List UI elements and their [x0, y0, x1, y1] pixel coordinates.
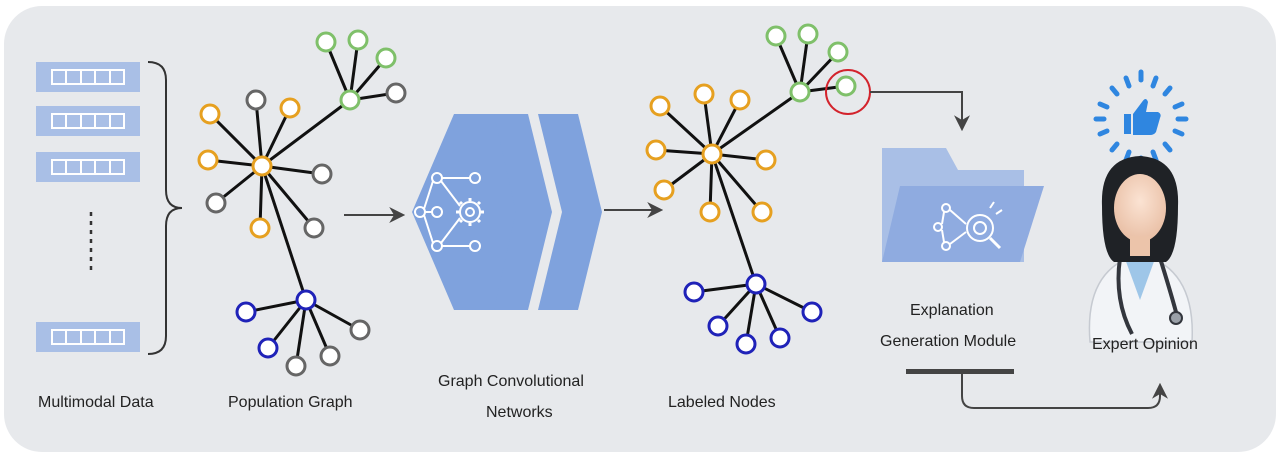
- label-gcn-line1: Graph Convolutional: [438, 373, 584, 390]
- graph-node: [765, 25, 787, 47]
- graph-node: [279, 97, 301, 119]
- graph-node: [311, 163, 333, 185]
- graph-node: [797, 23, 819, 45]
- graph-node: [319, 345, 341, 367]
- graph-node: [645, 139, 667, 161]
- table-row-icon: [36, 62, 140, 92]
- label-labeled-nodes: Labeled Nodes: [668, 394, 776, 411]
- graph-node: [385, 82, 407, 104]
- label-gcn-line2: Networks: [486, 404, 553, 421]
- label-expert-opinion: Expert Opinion: [1092, 336, 1198, 353]
- graph-node: [801, 301, 823, 323]
- graph-node: [649, 95, 671, 117]
- graph-node: [249, 217, 271, 239]
- graph-node: [199, 103, 221, 125]
- graph-node: [349, 319, 371, 341]
- graph-node: [295, 289, 317, 311]
- folder-explain-icon: [882, 148, 1044, 262]
- graph-node: [315, 31, 337, 53]
- graph-node: [205, 192, 227, 214]
- graph-node: [251, 155, 273, 177]
- label-multimodal-data: Multimodal Data: [38, 394, 154, 411]
- label-explanation-line1: Explanation: [910, 302, 994, 319]
- labeled-nodes-graph: [645, 23, 871, 355]
- graph-node: [285, 355, 307, 377]
- arrow-to-explanation: [870, 91, 970, 132]
- population-graph: [197, 29, 407, 377]
- graph-node: [653, 179, 675, 201]
- graph-node: [735, 333, 757, 355]
- neural-network-gear-icon: [414, 172, 484, 252]
- graph-node: [257, 337, 279, 359]
- graph-node: [769, 327, 791, 349]
- graph-node: [707, 315, 729, 337]
- graph-node: [729, 89, 751, 111]
- table-row-icon: [36, 152, 140, 182]
- graph-node: [699, 201, 721, 223]
- chevron: [538, 114, 602, 310]
- graph-node: [347, 29, 369, 51]
- chevron: [412, 114, 516, 310]
- graph-node: [755, 149, 777, 171]
- graph-node: [683, 281, 705, 303]
- graph-node: [197, 149, 219, 171]
- arrow-to-expert: [961, 374, 1168, 409]
- graph-node: [751, 201, 773, 223]
- graph-node: [789, 81, 811, 103]
- graph-node: [835, 75, 857, 97]
- graph-node: [693, 83, 715, 105]
- multimodal-data: [36, 61, 183, 355]
- graph-node: [339, 89, 361, 111]
- background-panel: [4, 6, 1276, 452]
- doctor-icon: [1088, 156, 1193, 343]
- label-population-graph: Population Graph: [228, 394, 353, 411]
- gcn-block: [412, 114, 602, 310]
- graph-node: [303, 217, 325, 239]
- table-row-icon: [36, 322, 140, 352]
- graph-node: [827, 41, 849, 63]
- label-explanation-line2: Generation Module: [880, 333, 1017, 350]
- graph-node: [235, 301, 257, 323]
- graph-node: [245, 89, 267, 111]
- module-underline: [906, 369, 1014, 374]
- graph-node: [745, 273, 767, 295]
- graph-node: [701, 143, 723, 165]
- curly-brace: [147, 61, 183, 355]
- table-row-icon: [36, 106, 140, 136]
- graph-node: [375, 47, 397, 69]
